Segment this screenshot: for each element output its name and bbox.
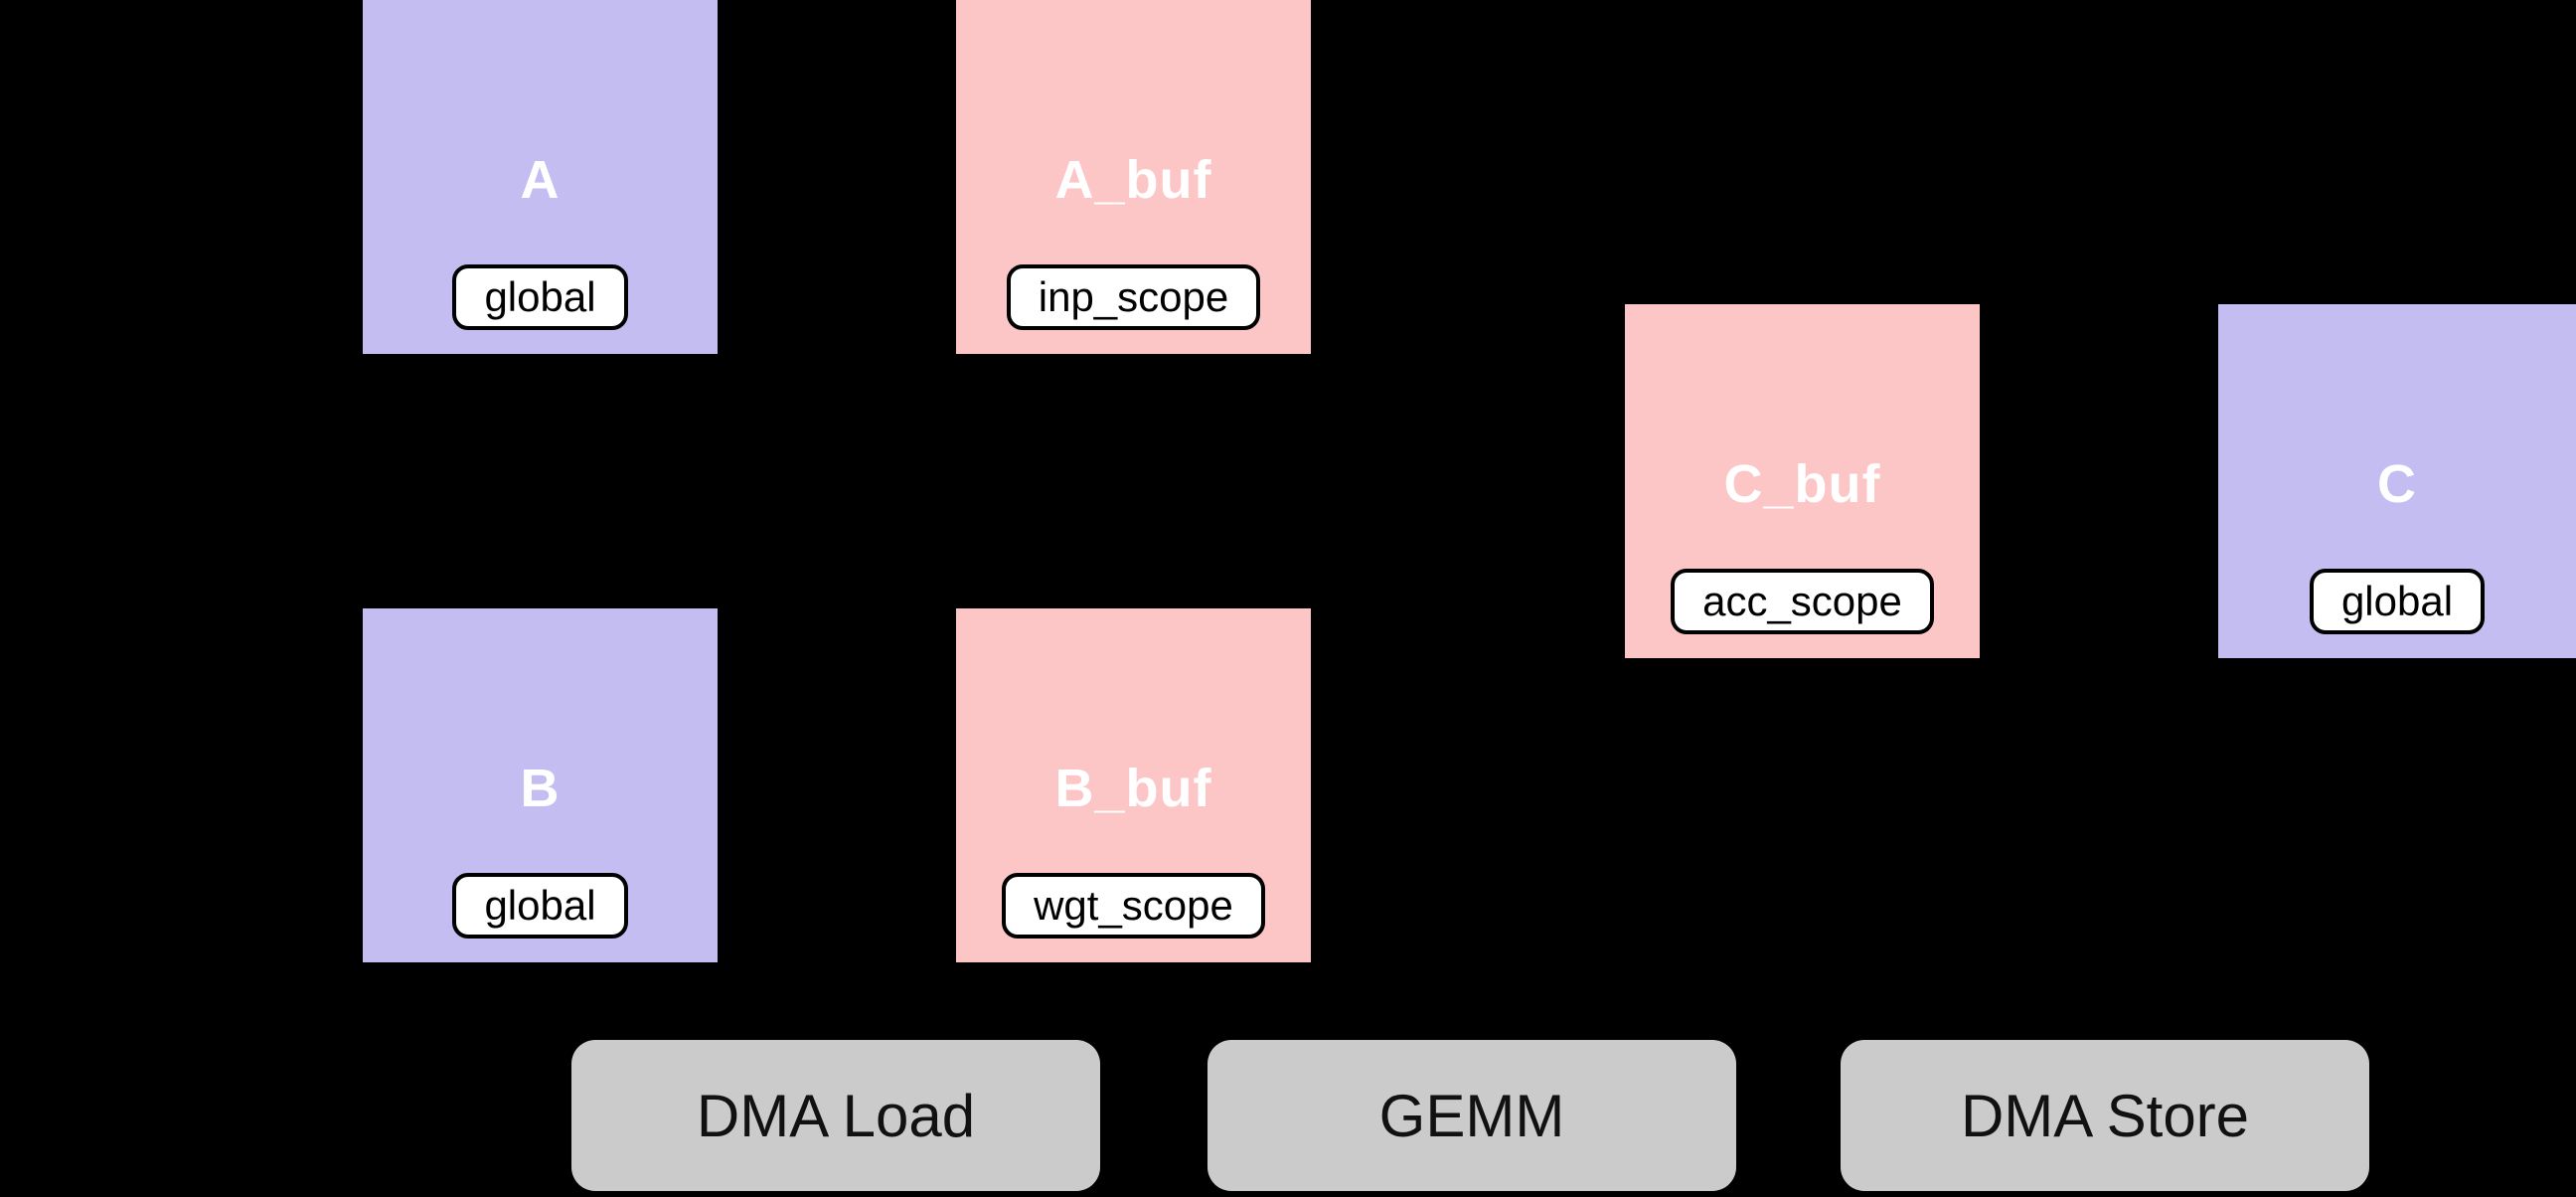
block-c-title: C (2377, 453, 2417, 514)
legend-dma-store: DMA Store (1841, 1040, 2369, 1191)
block-a-buf: A_buf inp_scope (956, 0, 1311, 354)
block-c: C global (2218, 304, 2576, 658)
block-b-buf-title: B_buf (1054, 758, 1212, 818)
block-c-buf-title: C_buf (1723, 453, 1881, 514)
block-c-scope-badge: global (2309, 568, 2486, 634)
block-a-scope-badge: global (452, 263, 628, 330)
connector-bbuf-to-cbuf (1302, 534, 1647, 706)
legend-dma-load: DMA Load (571, 1040, 1100, 1191)
block-b: B global (363, 608, 718, 962)
block-a-buf-scope-badge: inp_scope (1006, 263, 1261, 330)
block-b-title: B (520, 758, 561, 818)
legend-dma-load-label: DMA Load (696, 1082, 976, 1149)
block-a: A global (363, 0, 718, 354)
block-b-buf-scope-badge: wgt_scope (1002, 872, 1265, 939)
legend-gemm: GEMM (1208, 1040, 1736, 1191)
block-c-buf-scope-badge: acc_scope (1671, 568, 1934, 634)
block-c-buf: C_buf acc_scope (1625, 304, 1980, 658)
connector-abuf-to-cbuf (1302, 254, 1647, 428)
legend-gemm-label: GEMM (1378, 1082, 1565, 1149)
block-b-buf: B_buf wgt_scope (956, 608, 1311, 962)
block-b-scope-badge: global (452, 872, 628, 939)
block-a-title: A (520, 149, 561, 210)
legend-dma-store-label: DMA Store (1960, 1082, 2250, 1149)
block-a-buf-title: A_buf (1054, 149, 1212, 210)
